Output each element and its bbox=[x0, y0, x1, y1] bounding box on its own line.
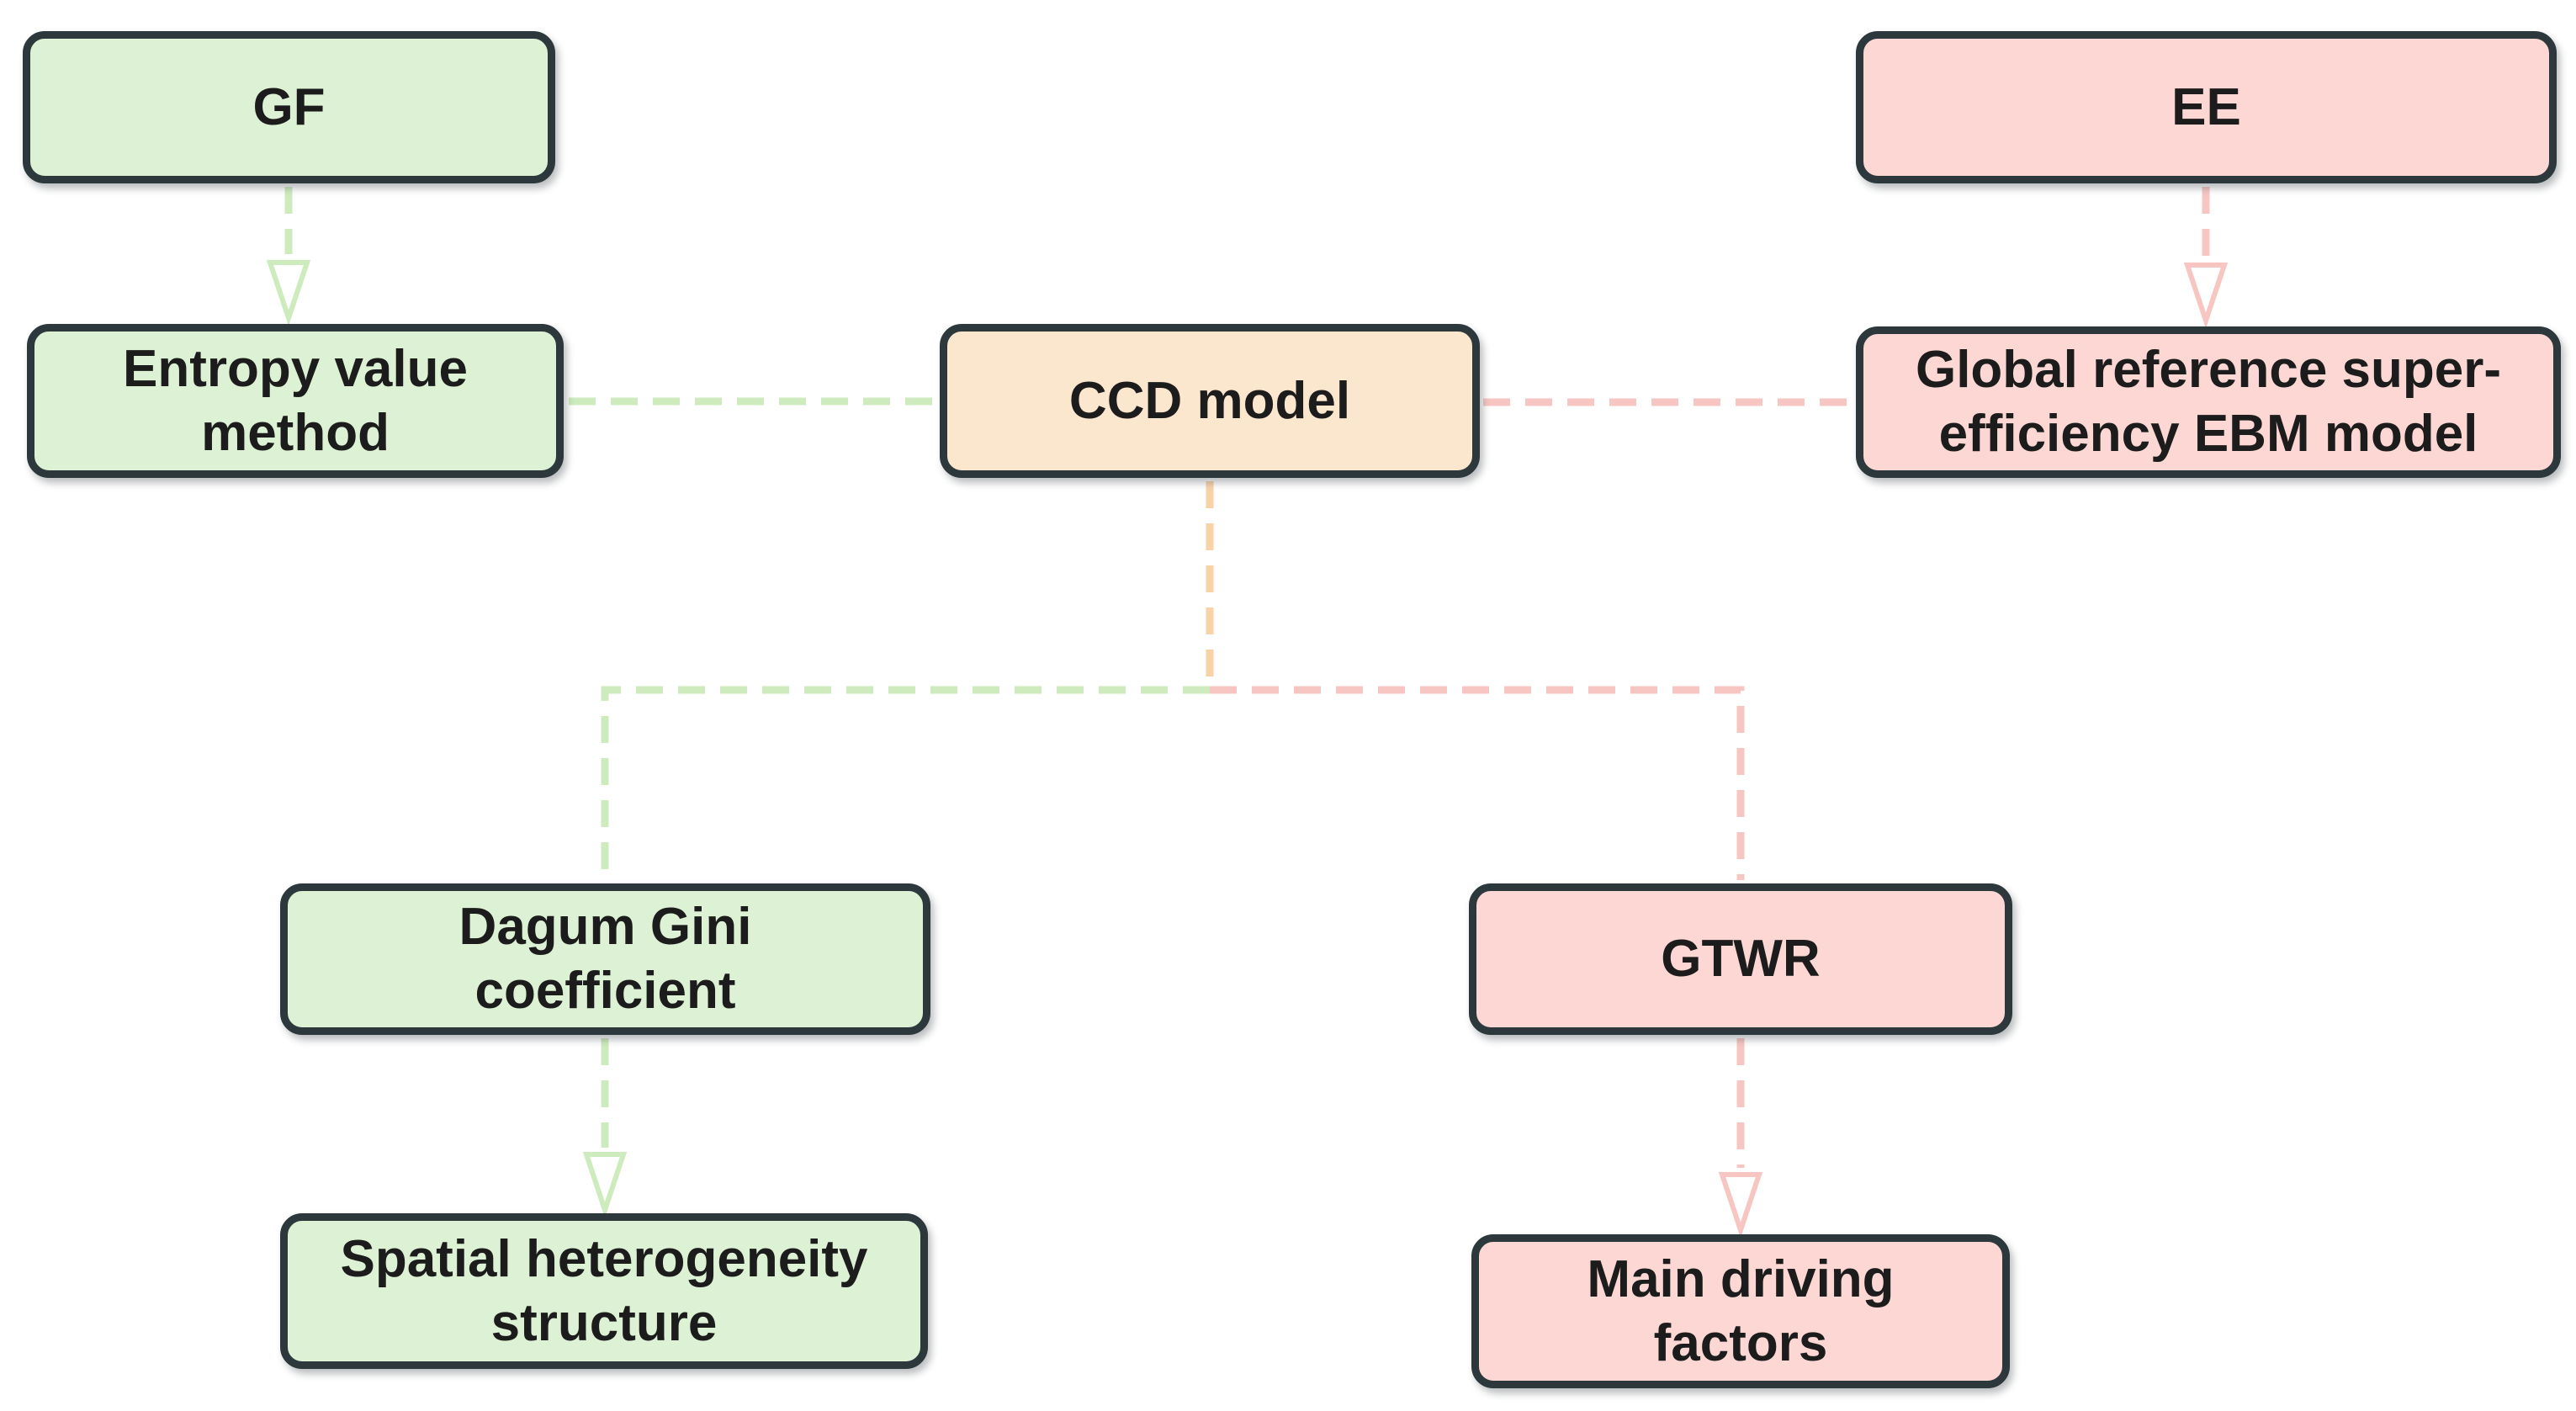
edge-ccd-dagum bbox=[601, 686, 1210, 880]
node-global-reference-super-efficiency-ebm-model: Global reference super- efficiency EBM m… bbox=[1856, 326, 2561, 478]
node-spatial-heterogeneity-structure: Spatial heterogeneity structure bbox=[280, 1213, 928, 1369]
node-entropy-value-method: Entropy value method bbox=[27, 324, 564, 478]
node-dagum-gini-coefficient: Dagum Gini coefficient bbox=[280, 883, 930, 1035]
arrowhead-ee-ebm bbox=[2183, 263, 2229, 329]
node-gtwr: GTWR bbox=[1469, 883, 2012, 1035]
node-main-driving-factors: Main driving factors bbox=[1471, 1234, 2010, 1388]
node-ee: EE bbox=[1856, 31, 2557, 183]
arrowhead-dagum-spatial bbox=[582, 1152, 628, 1218]
node-ccd-model: CCD model bbox=[940, 324, 1480, 478]
node-gf: GF bbox=[23, 31, 555, 183]
arrowhead-gf-entropy bbox=[266, 260, 311, 326]
edge-ccd-gtwr bbox=[1210, 686, 1745, 880]
arrowhead-gtwr-main bbox=[1718, 1172, 1763, 1239]
